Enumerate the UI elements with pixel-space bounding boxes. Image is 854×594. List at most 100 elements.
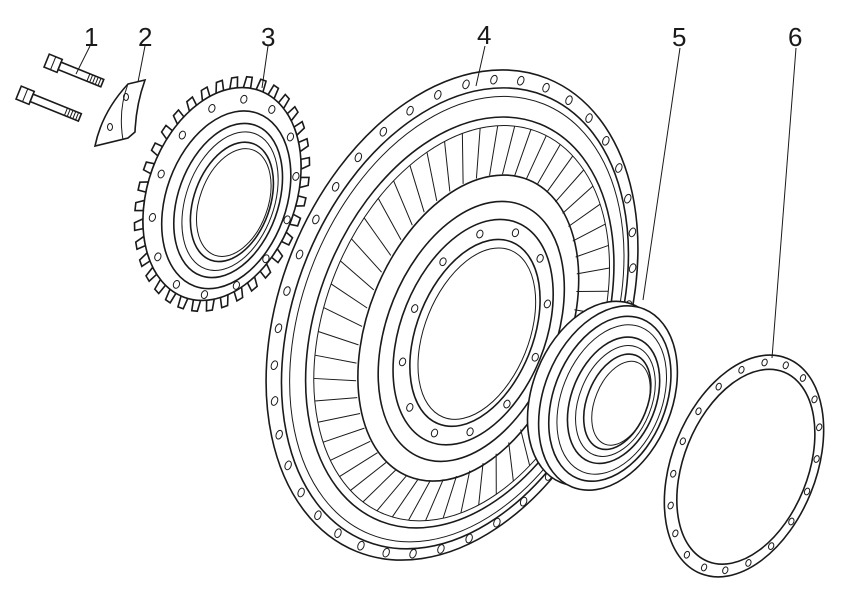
callout-5: 5 (672, 22, 686, 52)
leader-lines (75, 45, 797, 359)
flange-hole (270, 396, 279, 406)
turbine-blade (568, 203, 601, 227)
turbine-blade (408, 480, 431, 521)
hub-hole (406, 403, 414, 412)
leader-5 (642, 47, 681, 301)
flange-hole (270, 360, 279, 371)
flange-hole (382, 547, 390, 558)
turbine-blade (362, 469, 397, 503)
flange-hole (602, 136, 610, 146)
flange-hole (357, 540, 365, 551)
turbine-blade (393, 180, 413, 226)
gear-bolt-hole (200, 290, 209, 299)
hub-hole (398, 357, 407, 367)
flange-hole (465, 533, 473, 544)
turbine-blade (546, 155, 574, 193)
lock-plate-part (93, 78, 147, 148)
hub-hole (503, 399, 511, 409)
turbine-blade (363, 217, 392, 256)
gasket-ring-part (663, 354, 825, 578)
gasket-hole (816, 423, 823, 432)
turbine-blade (478, 463, 484, 505)
turbine-blade (461, 133, 464, 184)
flange-hole (297, 487, 305, 498)
hub-hole (511, 228, 520, 238)
turbine-blade (575, 244, 609, 258)
turbine-blade (314, 354, 357, 364)
turbine-blade (351, 238, 382, 273)
flange-hole (379, 126, 388, 137)
gear-bolt-hole (292, 172, 300, 181)
gear-bolt-hole (232, 281, 241, 290)
turbine-blade (489, 125, 499, 176)
flange-hole (409, 548, 417, 559)
turbine-blade (377, 198, 402, 240)
turbine-blade (442, 475, 457, 519)
turbine-blade (555, 169, 585, 203)
flange-hole (493, 517, 501, 528)
flange-hole (275, 429, 283, 440)
leader-3 (261, 45, 269, 89)
gasket-hole (803, 487, 811, 496)
gear-bolt-hole (283, 215, 291, 225)
gear-bolt-hole (208, 103, 216, 113)
turbine-blade (502, 126, 516, 175)
hub-hole (439, 257, 447, 267)
gasket-hole (722, 566, 729, 575)
gear-bolt-hole (262, 254, 270, 264)
gear-bolt-hole (268, 105, 276, 114)
leader-6 (771, 47, 797, 359)
flange-hole (434, 90, 442, 100)
turbine-blade (562, 185, 594, 214)
gasket-hole (679, 437, 686, 446)
turbine-blade (426, 152, 438, 201)
gasket-hole (745, 559, 752, 567)
flange-hole (274, 323, 283, 334)
turbine-blade (350, 462, 387, 491)
turbine-blade (409, 165, 425, 213)
hub-hole (466, 427, 474, 437)
flange-hole (462, 79, 470, 90)
gasket-hole (799, 374, 807, 382)
hub-hole (476, 229, 484, 239)
leader-2 (137, 45, 146, 83)
gasket-hole (670, 469, 677, 478)
turbine-blade (576, 267, 610, 275)
gasket-hole (788, 517, 795, 526)
turbine-blade (508, 442, 514, 482)
hub-hole (531, 352, 539, 362)
flange-hole (519, 496, 528, 507)
gear-bolt-hole (172, 279, 181, 289)
flange-hole (312, 214, 320, 225)
flange-hole (331, 181, 340, 192)
turbine-blade (340, 260, 375, 291)
callout-3: 3 (261, 22, 275, 52)
turbine-blade (313, 377, 357, 382)
turbine-blade (572, 223, 606, 242)
callout-2: 2 (138, 22, 152, 52)
flange-hole (585, 113, 593, 123)
hub-hole (536, 254, 544, 263)
gasket-hole (768, 542, 775, 550)
hub-hole (411, 304, 419, 313)
gasket-hole (782, 361, 789, 370)
gear-bolt-hole (157, 169, 165, 179)
callout-4: 4 (477, 20, 491, 50)
hub-hole (543, 299, 552, 309)
turbine-blade (318, 331, 359, 346)
flange-hole (490, 74, 498, 85)
flange-hole (565, 95, 573, 106)
gasket-hole (683, 550, 691, 559)
flange-hole (628, 227, 637, 238)
gasket-hole (761, 358, 768, 367)
flange-hole (295, 249, 304, 260)
gear-bolt-hole (178, 130, 186, 140)
turbine-blade (475, 128, 481, 179)
turbine-blade (460, 470, 471, 514)
turbine-blade (425, 479, 444, 521)
gear-ring-part (133, 75, 311, 313)
gear-bolt-hole (148, 213, 157, 222)
flange-hole (354, 152, 363, 163)
turbine-blade (376, 475, 407, 512)
